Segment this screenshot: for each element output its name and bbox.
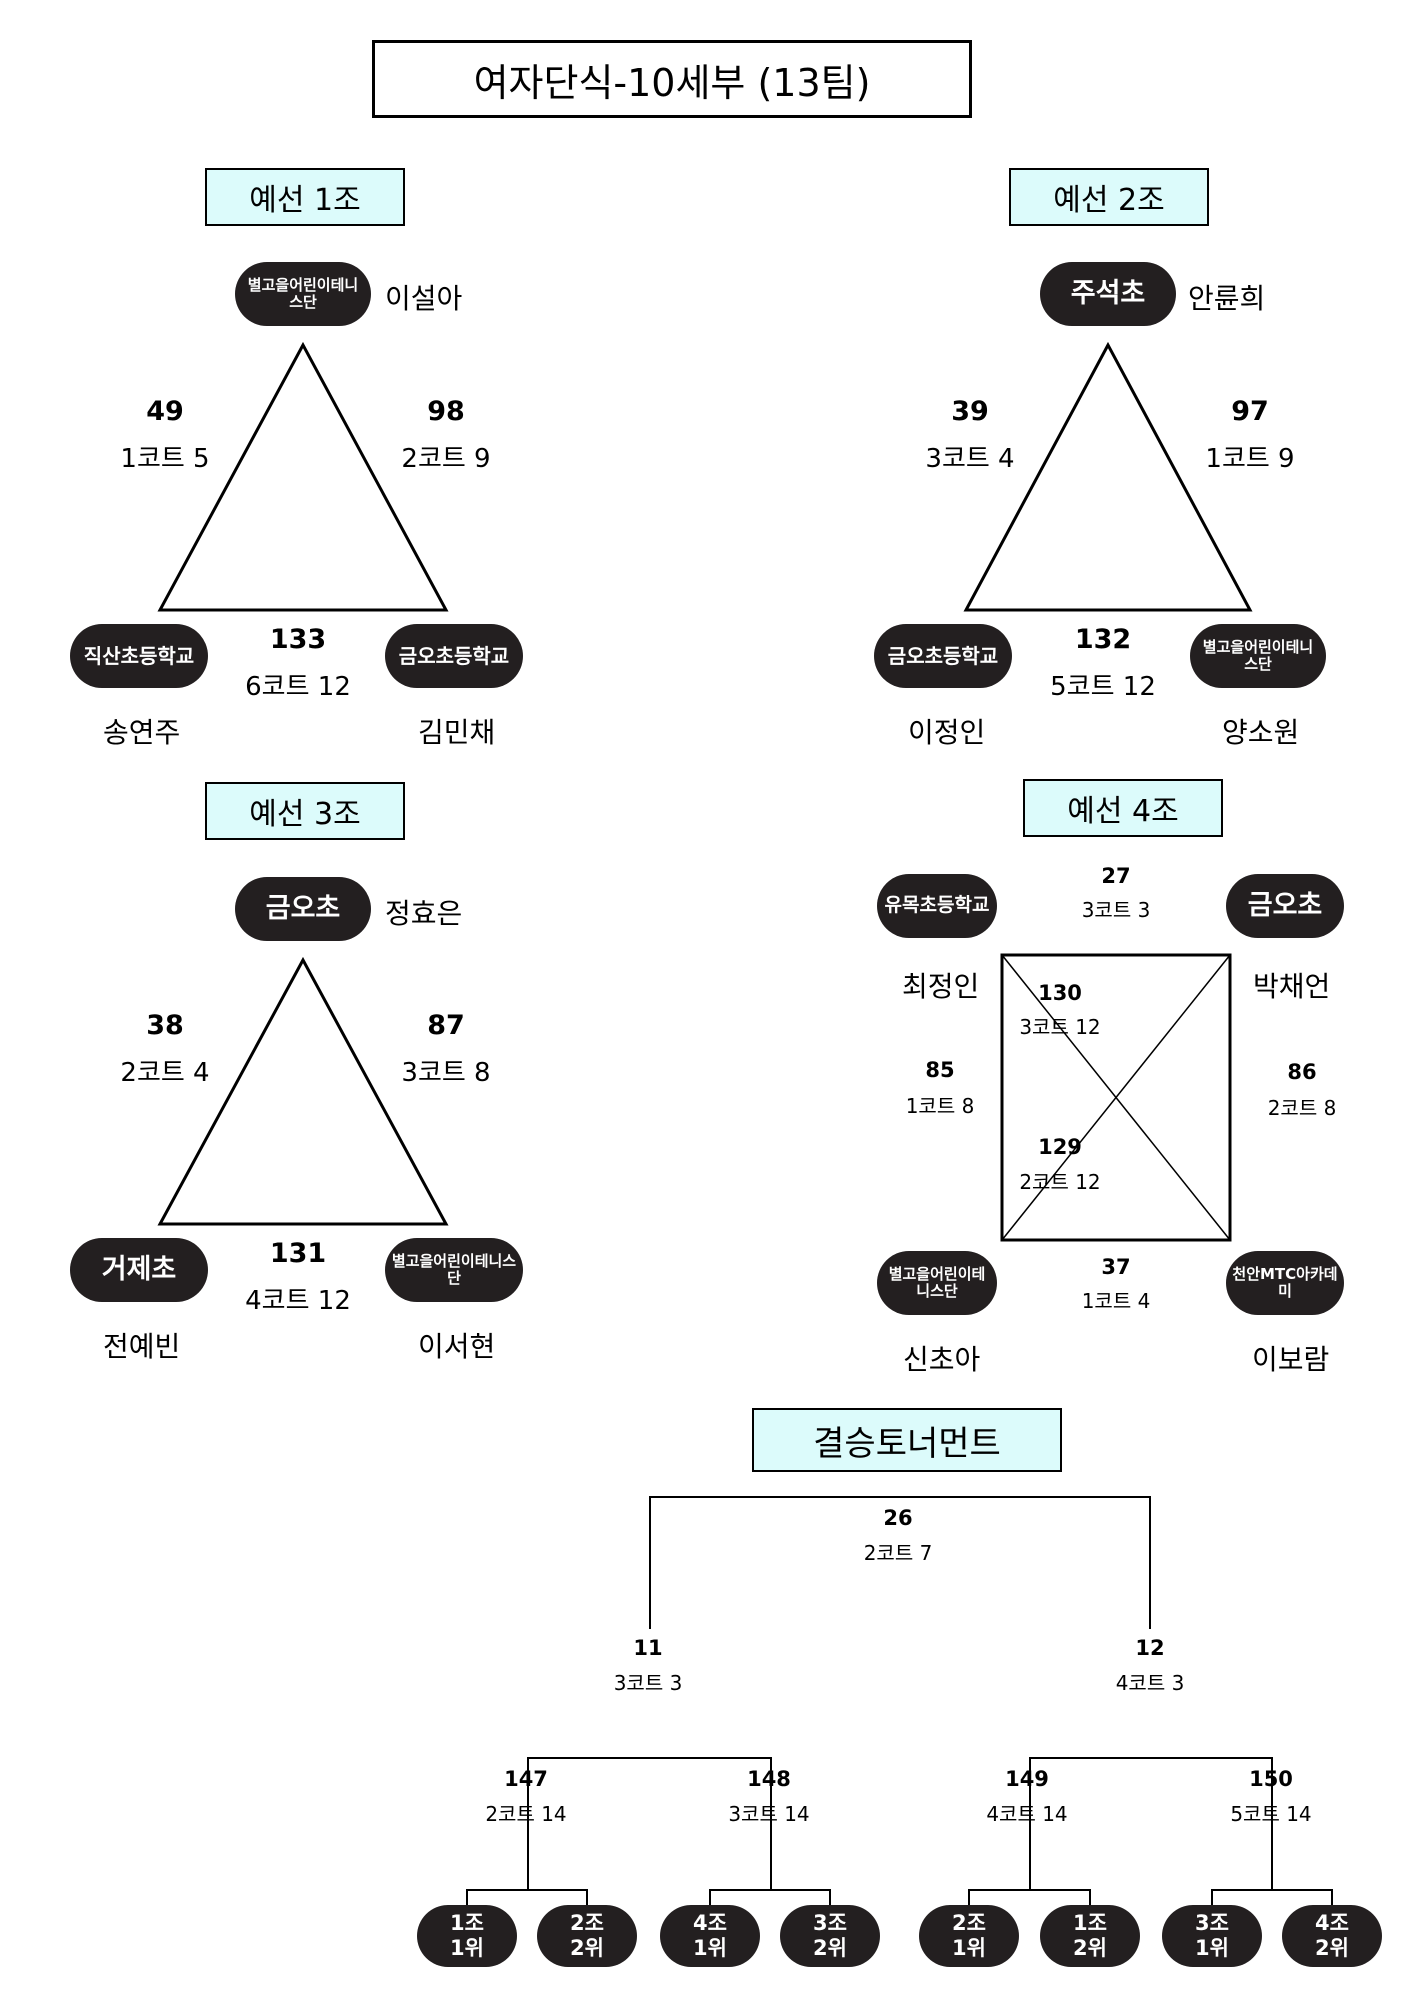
group2-match1-number: 39 <box>951 396 989 427</box>
group1-triangle <box>157 341 449 612</box>
quarter2-number: 148 <box>747 1767 791 1791</box>
semi1-court: 3코트 3 <box>613 1671 683 1695</box>
group4-player4-name: 이보람 <box>1252 1343 1330 1376</box>
semi2-number: 12 <box>1135 1636 1165 1660</box>
group4-player3-team: 별고을어린이테니스단 <box>877 1251 997 1315</box>
group3-player2-team: 거제초 <box>70 1238 208 1302</box>
group4-player4-team: 천안MTC아카데미 <box>1226 1251 1344 1315</box>
quarter4-court: 5코트 14 <box>1230 1802 1312 1826</box>
group2-match2-number: 97 <box>1231 396 1269 427</box>
page-title: 여자단식-10세부 (13팀) <box>372 40 972 118</box>
group3-match1-number: 38 <box>146 1010 184 1041</box>
group2-player1-team: 주석초 <box>1040 262 1176 326</box>
group4-match6-number: 37 <box>1101 1255 1131 1279</box>
group2-player2-name: 이정인 <box>908 716 986 749</box>
group1-label: 예선 1조 <box>205 168 405 226</box>
group1-player2-name: 송연주 <box>103 716 181 749</box>
group3-player2-name: 전예빈 <box>103 1330 181 1363</box>
group1-player1-name: 이설아 <box>385 282 463 315</box>
group2-player1-name: 안륜희 <box>1188 282 1266 315</box>
group1-match1-number: 49 <box>146 396 184 427</box>
group2-triangle <box>963 341 1253 612</box>
group2-match3-court: 5코트 12 <box>1050 672 1156 702</box>
group4-match6-court: 1코트 4 <box>1081 1289 1151 1313</box>
group4-match4-court: 2코트 8 <box>1267 1096 1337 1120</box>
quarter3-court: 4코트 14 <box>986 1802 1068 1826</box>
group2-match2-court: 1코트 9 <box>1205 444 1295 474</box>
final-match-court: 2코트 7 <box>863 1541 933 1565</box>
group4-match3-court: 1코트 8 <box>905 1094 975 1118</box>
group2-label: 예선 2조 <box>1009 168 1209 226</box>
group1-player3-name: 김민채 <box>418 716 496 749</box>
group4-match3-number: 85 <box>925 1058 955 1082</box>
group3-match1-court: 2코트 4 <box>120 1058 210 1088</box>
semi2-court: 4코트 3 <box>1115 1671 1185 1695</box>
group4-player3-name: 신초아 <box>903 1343 981 1376</box>
quarter3-number: 149 <box>1005 1767 1049 1791</box>
group2-player3-team: 별고을어린이테니스단 <box>1190 624 1326 688</box>
group4-match2-number: 130 <box>1038 981 1082 1005</box>
group3-match3-number: 131 <box>269 1238 327 1269</box>
semi1-number: 11 <box>633 1636 663 1660</box>
group3-player1-name: 정효은 <box>385 897 463 930</box>
final-tournament-label: 결승토너먼트 <box>752 1408 1062 1472</box>
group4-match4-number: 86 <box>1287 1060 1317 1084</box>
final-bracket-lines <box>466 1496 1333 1912</box>
group3-match2-number: 87 <box>427 1010 465 1041</box>
quarter2-court: 3코트 14 <box>728 1802 810 1826</box>
group3-match2-court: 3코트 8 <box>401 1058 491 1088</box>
group3-player1-team: 금오초 <box>235 877 371 941</box>
group4-match1-court: 3코트 3 <box>1081 898 1151 922</box>
group4-player2-team: 금오초 <box>1226 874 1344 938</box>
group2-player3-name: 양소원 <box>1222 716 1300 749</box>
group4-player1-team: 유목초등학교 <box>877 874 997 938</box>
group3-match3-court: 4코트 12 <box>245 1286 351 1316</box>
group4-label: 예선 4조 <box>1023 779 1223 837</box>
group4-match1-number: 27 <box>1101 864 1131 888</box>
group3-label: 예선 3조 <box>205 782 405 840</box>
group4-diagonal-b <box>1001 954 1231 1241</box>
group4-player2-name: 박채언 <box>1253 970 1331 1003</box>
group3-triangle <box>157 956 449 1226</box>
group1-player2-team: 직산초등학교 <box>70 624 208 688</box>
group1-match3-number: 133 <box>269 624 327 655</box>
group4-square <box>1000 953 1232 1242</box>
final-match-number: 26 <box>883 1506 913 1530</box>
group2-match3-number: 132 <box>1074 624 1132 655</box>
quarter1-court: 2코트 14 <box>485 1802 567 1826</box>
quarter4-number: 150 <box>1249 1767 1293 1791</box>
quarter1-number: 147 <box>504 1767 548 1791</box>
group4-match5-court: 2코트 12 <box>1019 1170 1101 1194</box>
group4-match5-number: 129 <box>1038 1135 1082 1159</box>
group1-match3-court: 6코트 12 <box>245 672 351 702</box>
group3-player3-name: 이서현 <box>418 1330 496 1363</box>
group4-match2-court: 3코트 12 <box>1019 1015 1101 1039</box>
group1-match2-number: 98 <box>427 396 465 427</box>
group4-player1-name: 최정인 <box>902 970 980 1003</box>
group1-match1-court: 1코트 5 <box>120 444 210 474</box>
group2-player2-team: 금오초등학교 <box>874 624 1012 688</box>
group1-player3-team: 금오초등학교 <box>385 624 523 688</box>
group1-match2-court: 2코트 9 <box>401 444 491 474</box>
group1-player1-team: 별고을어린이테니스단 <box>235 262 371 326</box>
group2-match1-court: 3코트 4 <box>925 444 1015 474</box>
group3-player3-team: 별고을어린이테니스단 <box>385 1238 523 1302</box>
